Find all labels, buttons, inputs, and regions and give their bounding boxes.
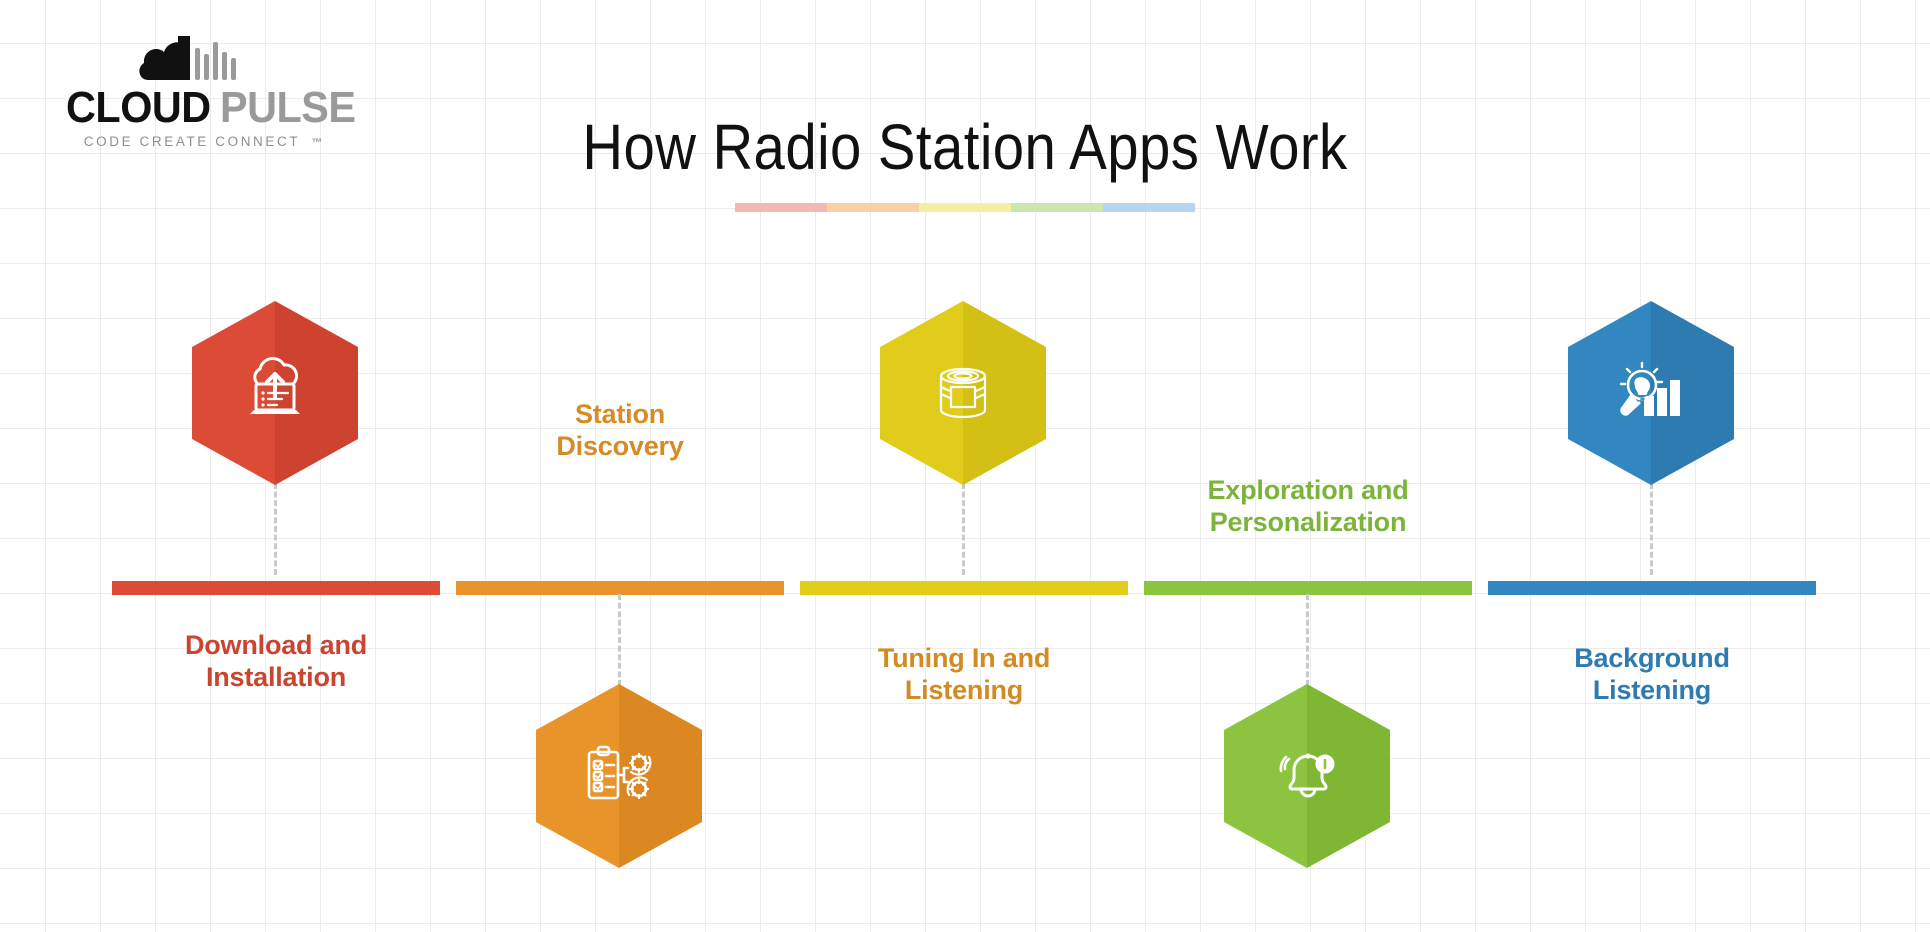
step-label-5-line2: Listening	[1592, 674, 1712, 705]
step-label-2-line1: Station	[574, 399, 666, 429]
step-icon-hexagon-1[interactable]	[192, 301, 358, 485]
magnifier-bulb-chart-icon	[1612, 354, 1690, 432]
step-label-4-line2: Personalization	[1209, 506, 1407, 537]
step-label-1-line2: Installation	[205, 661, 347, 692]
clipboard-gears-icon	[580, 737, 658, 815]
cloud-upload-laptop-icon	[236, 354, 314, 432]
notification-bell-icon	[1268, 737, 1346, 815]
title-underline-gradient	[735, 203, 1195, 212]
step-icon-hexagon-4[interactable]	[1224, 684, 1390, 868]
logo-name-light: PULSE	[219, 83, 356, 132]
step-label-2-line2: Discovery	[556, 430, 684, 461]
step-label-5-line1: Background	[1574, 643, 1730, 673]
step-label-5: Background Listening	[1512, 643, 1792, 707]
timeline-bar-step-1	[112, 581, 440, 595]
timeline-bar-step-3	[800, 581, 1128, 595]
timeline-bar-step-2	[456, 581, 784, 595]
step-icon-hexagon-2[interactable]	[536, 684, 702, 868]
connector-step-3	[962, 483, 965, 575]
connector-step-4	[1306, 594, 1309, 686]
step-label-3-line2: Listening	[904, 674, 1024, 705]
radio-canister-icon	[924, 354, 1002, 432]
step-label-1: Download and Installation	[136, 630, 416, 694]
connector-step-2	[618, 594, 621, 686]
page-title: How Radio Station Apps Work	[582, 111, 1348, 183]
trademark-symbol: ™	[311, 137, 323, 149]
step-label-4-line1: Exploration and	[1207, 475, 1409, 505]
logo-name-dark: CLOUD	[66, 83, 211, 132]
step-icon-hexagon-3[interactable]	[880, 301, 1046, 485]
logo-tagline: CODE CREATE CONNECT	[83, 134, 301, 149]
step-icon-hexagon-5[interactable]	[1568, 301, 1734, 485]
step-label-4: Exploration and Personalization	[1160, 475, 1456, 539]
connector-step-1	[274, 483, 277, 575]
timeline-bar-step-5	[1488, 581, 1816, 595]
underline-segment-2	[827, 203, 919, 212]
connector-step-5	[1650, 483, 1653, 575]
cloud-soundwave-icon	[138, 30, 248, 86]
underline-segment-5	[1103, 203, 1195, 212]
underline-segment-4	[1011, 203, 1103, 212]
step-label-3-line1: Tuning In and	[877, 643, 1051, 673]
step-label-1-line1: Download and	[184, 630, 368, 660]
underline-segment-3	[919, 203, 1011, 212]
timeline-bar-step-4	[1144, 581, 1472, 595]
step-label-2: Station Discovery	[480, 399, 760, 463]
step-label-3: Tuning In and Listening	[824, 643, 1104, 707]
underline-segment-1	[735, 203, 827, 212]
